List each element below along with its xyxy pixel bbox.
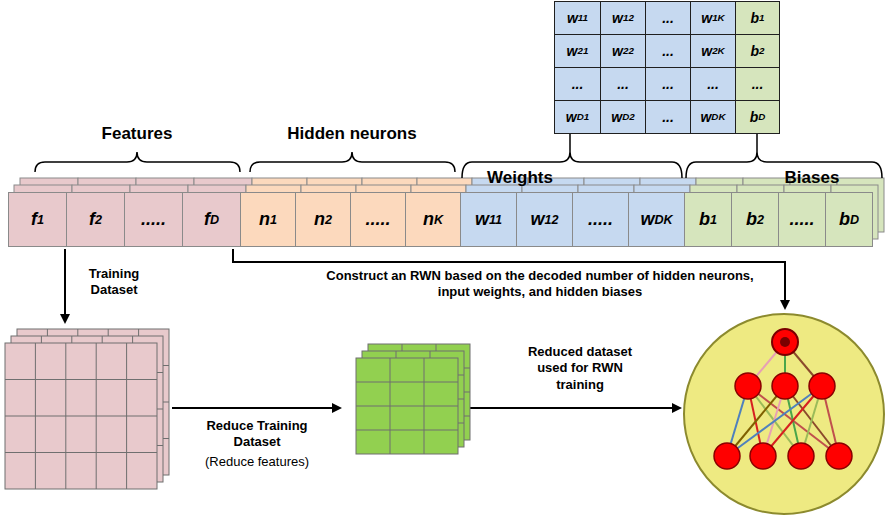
chromosome-cell: n2 [295,192,351,247]
chromosome-cell: f1 [8,192,67,247]
chromosome-cell: ..... [350,192,406,247]
matrix-cell: bD [735,100,780,134]
matrix-cell: ... [645,1,691,35]
matrix-cell: w22 [600,34,646,68]
matrix-cell: b1 [735,1,780,35]
matrix-cell: ... [645,34,691,68]
arrow-label: (Reduce features) [182,454,332,469]
matrix-cell: b2 [735,34,780,68]
chromosome-cell: bD [825,192,873,247]
arrow-label: Construct an RWN based on the decoded nu… [315,268,765,301]
chromosome-cell: nK [405,192,461,247]
matrix-cell: w11 [554,1,601,35]
brace-label: Biases [772,168,852,188]
chromosome-cell: wDK [628,192,685,247]
chromosome-cell: n1 [240,192,296,247]
chromosome-cell: b1 [684,192,732,247]
chromosome-cell: ..... [124,192,183,247]
matrix-cell: wDK [690,100,736,134]
chromosome-cell: f2 [66,192,125,247]
matrix-cell: wD1 [554,100,601,134]
matrix-cell: ... [735,67,780,101]
matrix-cell: w1K [690,1,736,35]
matrix-cell: w12 [600,1,646,35]
chromosome-cell: w11 [460,192,517,247]
dataset-grid [5,329,470,489]
brace-label: Weights [478,168,562,188]
brace-label: Hidden neurons [277,124,427,144]
chromosome-cell: fD [182,192,241,247]
matrix-cell: w21 [554,34,601,68]
arrow-label: Training Dataset [78,266,150,299]
brace-label: Features [77,124,197,144]
matrix-cell: w2K [690,34,736,68]
matrix-cell: ... [645,100,691,134]
arrow-label: Reduced dataset used for RWN training [524,344,636,393]
matrix-cell: ... [600,67,646,101]
rwn-circle [684,314,884,514]
matrix-cell: ... [554,67,601,101]
chromosome-cell: ..... [572,192,629,247]
chromosome-cell: ..... [778,192,826,247]
matrix-cell: wD2 [600,100,646,134]
arrow-label: Reduce Training Dataset [196,418,318,451]
matrix-cell: ... [690,67,736,101]
chromosome-cell: w12 [516,192,573,247]
matrix-cell: ... [645,67,691,101]
network-illustration [714,329,852,469]
connector-line [570,134,757,152]
chromosome-cell: b2 [731,192,779,247]
brace [35,152,882,178]
